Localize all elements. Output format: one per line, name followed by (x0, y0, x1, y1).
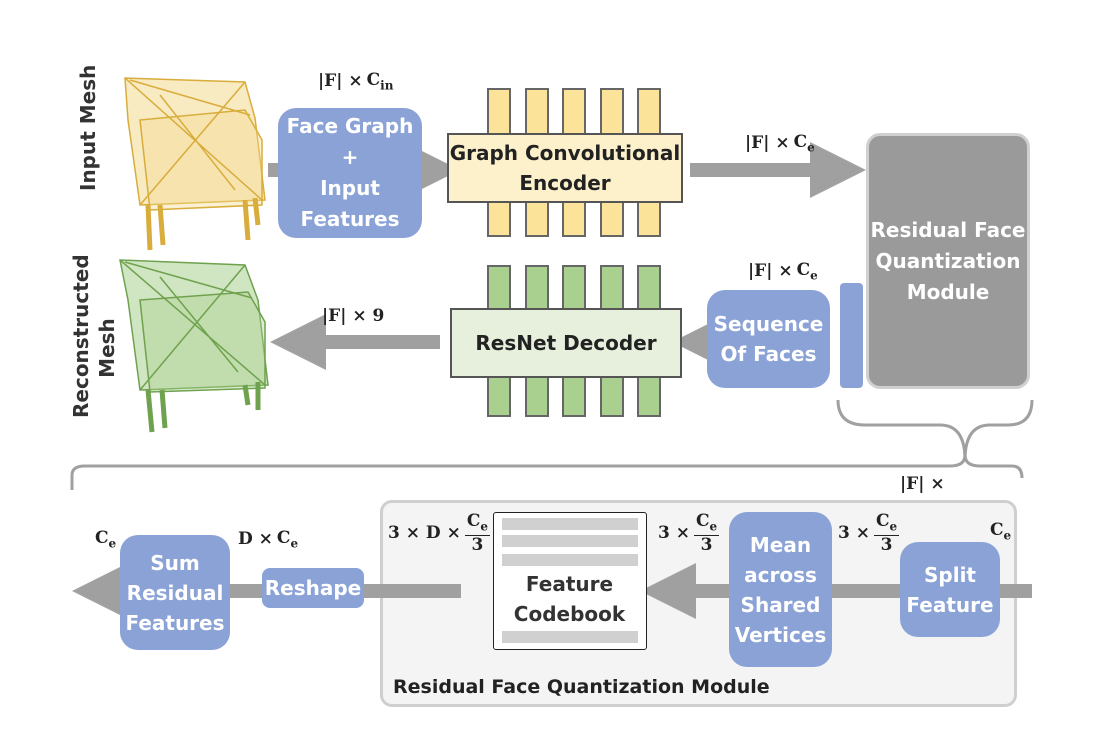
reconstructed-mesh-icon (119, 259, 269, 433)
codebook-label: Feature (525, 572, 614, 596)
decoder-box: ResNet Decoder (450, 308, 682, 378)
dim-d-ce: D ×Ce (238, 528, 299, 551)
module-caption: Residual Face Quantization Module (393, 676, 770, 698)
dim-ce-out: Ce (95, 528, 117, 551)
dim-ce-split-in: Ce (990, 520, 1012, 543)
dim-f-ce-top: |F| ×Ce (745, 132, 815, 155)
reconstructed-mesh-label: Reconstructed Mesh (68, 254, 120, 418)
dim-f-cin: |F| ×Cin (318, 70, 394, 93)
dim-f-9: |F| × 9 (322, 306, 385, 326)
input-mesh-label: Input Mesh (76, 64, 100, 191)
codebook-label: Codebook (513, 602, 626, 626)
dim-f-times-bottom: |F| × (900, 474, 945, 494)
feature-codebook: Feature Codebook (493, 512, 647, 650)
dim-f-ce-mid: |F| ×Ce (748, 260, 818, 283)
reconstructed-label-line: Mesh (95, 318, 119, 378)
input-mesh-icon (124, 77, 266, 251)
reshape-box: Reshape (262, 568, 364, 608)
token-bar (840, 283, 863, 388)
reconstructed-label-line: Reconstructed (69, 254, 93, 418)
